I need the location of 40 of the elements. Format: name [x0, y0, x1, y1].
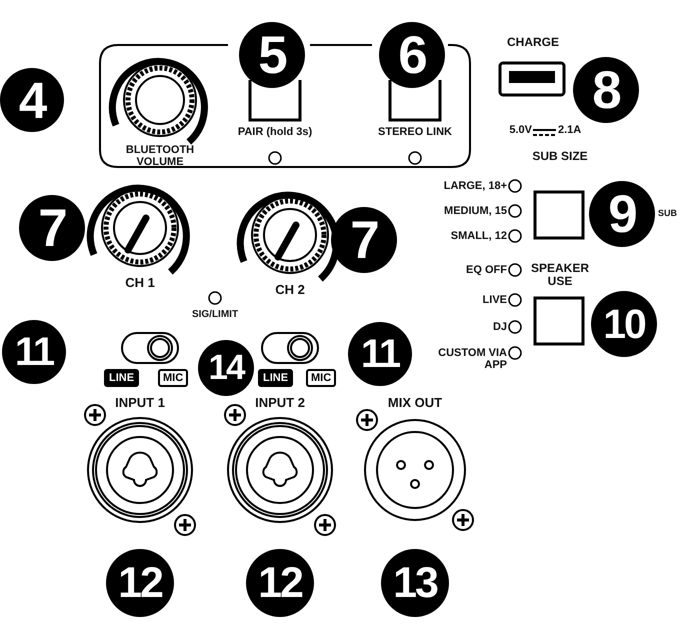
- callout-number: 8: [573, 57, 639, 123]
- led-label: SIG/LIMIT: [190, 309, 240, 320]
- rating-label: 2.1A: [558, 124, 582, 136]
- control-label: PAIR (hold 3s): [236, 126, 314, 138]
- led-label: MEDIUM, 15: [443, 205, 507, 218]
- led-label: DJ: [492, 321, 507, 334]
- control-label: SPEAKER USE: [530, 262, 590, 288]
- callout-number: 4: [0, 68, 64, 132]
- led-label: LIVE: [482, 294, 507, 306]
- led-label: SMALL, 12: [450, 230, 507, 242]
- rating-label: 5.0V: [508, 124, 532, 136]
- led-label: CUSTOM VIA APP: [437, 347, 507, 372]
- port-label: INPUT 1: [114, 396, 166, 410]
- callout-number: 11: [348, 322, 412, 386]
- port-label: INPUT 2: [254, 396, 306, 410]
- callout-number: 7: [331, 207, 397, 273]
- mode-tag: LINE: [258, 369, 294, 388]
- callout-number: 13: [381, 549, 449, 617]
- control-label: BLUETOOTH VOLUME: [124, 144, 196, 168]
- led-label: LARGE, 18+: [442, 180, 507, 192]
- control-label: SUB SIZE: [532, 150, 588, 164]
- mode-tag: MIC: [306, 369, 336, 388]
- mode-tag: MIC: [158, 369, 188, 388]
- channel-label: CH 2: [274, 283, 306, 298]
- callout-number: 14: [198, 340, 254, 396]
- callout-number: 10: [591, 291, 657, 357]
- mode-tag: LINE: [104, 369, 140, 388]
- control-label: STEREO LINK: [377, 126, 453, 138]
- callout-number: 11: [2, 320, 66, 384]
- callout-number: 12: [246, 549, 314, 617]
- channel-label: CH 1: [124, 276, 156, 290]
- port-label: CHARGE: [506, 36, 560, 50]
- callout-number: 5: [239, 22, 305, 88]
- callout-number: 7: [19, 195, 85, 261]
- port-label: MIX OUT: [386, 396, 444, 410]
- side-label: SUB: [658, 209, 678, 219]
- led-label: EQ OFF: [465, 264, 507, 276]
- callout-number: 6: [379, 22, 445, 88]
- callout-number: 12: [106, 549, 174, 617]
- callout-number: 9: [589, 181, 655, 247]
